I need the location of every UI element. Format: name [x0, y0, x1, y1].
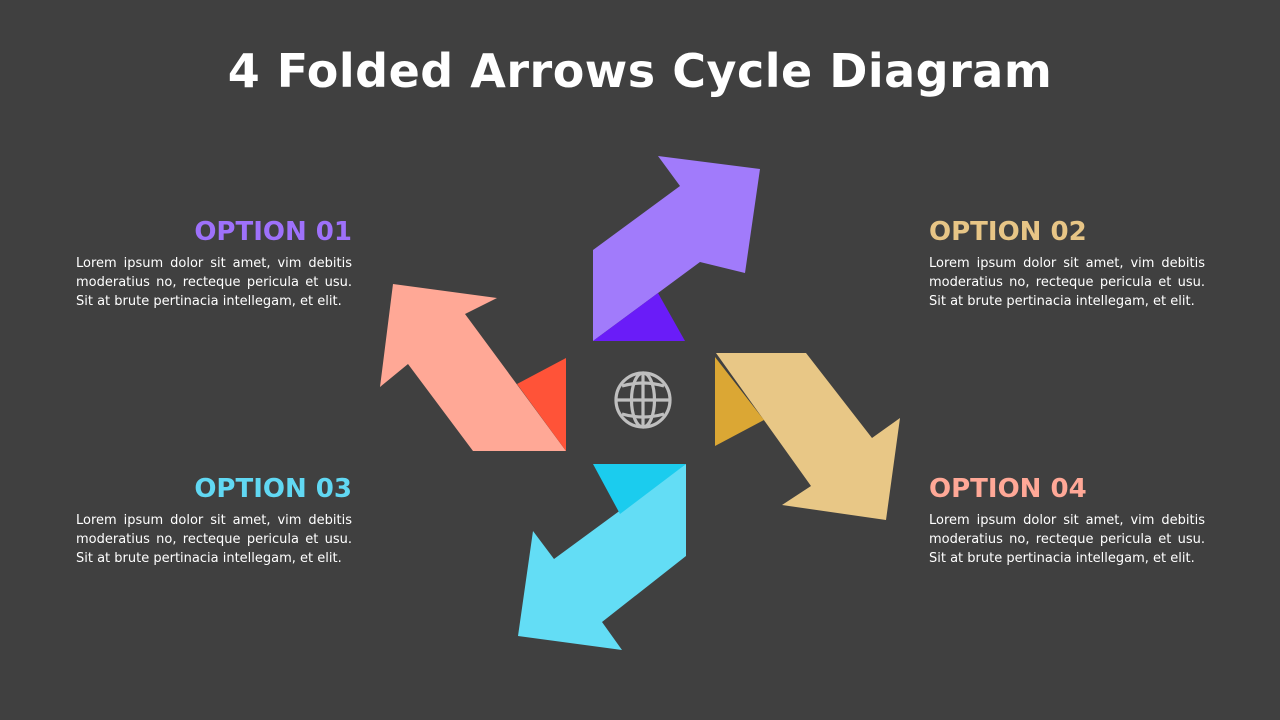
arrow-right — [715, 353, 900, 520]
option-02-body: Lorem ipsum dolor sit amet, vim debitis … — [929, 256, 1205, 309]
arrow-top-body — [593, 156, 760, 341]
globe-icon — [614, 371, 672, 429]
arrow-top-left — [380, 284, 566, 451]
option-04-body: Lorem ipsum dolor sit amet, vim debitis … — [929, 513, 1205, 566]
arrow-right-body — [716, 353, 900, 520]
option-02-title: OPTION 02 — [929, 217, 1087, 247]
arrow-bottom-fold — [593, 464, 686, 514]
arrow-top-fold — [593, 293, 685, 341]
option-02: OPTION 02 Lorem ipsum dolor sit amet, vi… — [929, 216, 1205, 311]
option-03-title: OPTION 03 — [194, 474, 352, 504]
arrow-top — [593, 156, 760, 341]
arrow-top-left-body — [380, 284, 566, 451]
option-01-body: Lorem ipsum dolor sit amet, vim debitis … — [76, 256, 352, 309]
option-03-body: Lorem ipsum dolor sit amet, vim debitis … — [76, 513, 352, 566]
arrow-bottom-body — [518, 464, 686, 650]
option-04: OPTION 04 Lorem ipsum dolor sit amet, vi… — [929, 473, 1205, 568]
option-01-title: OPTION 01 — [194, 217, 352, 247]
page-title: 4 Folded Arrows Cycle Diagram — [227, 44, 1053, 98]
option-01: OPTION 01 Lorem ipsum dolor sit amet, vi… — [76, 216, 352, 311]
option-04-title: OPTION 04 — [929, 474, 1087, 504]
arrow-bottom — [518, 464, 686, 650]
option-03: OPTION 03 Lorem ipsum dolor sit amet, vi… — [76, 473, 352, 568]
arrow-top-left-fold — [517, 358, 566, 451]
arrow-right-fold — [715, 357, 764, 446]
